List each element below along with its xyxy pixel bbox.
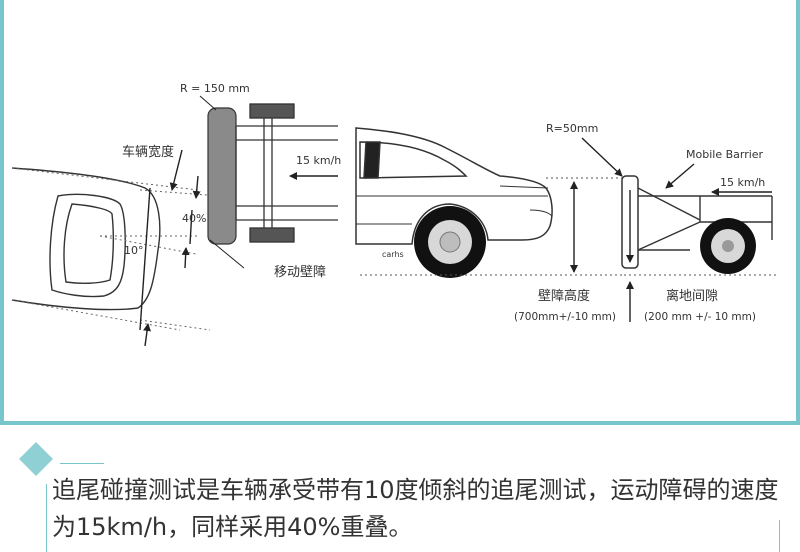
car-badge: carhs <box>382 250 404 259</box>
moving-barrier-label: 移动壁障 <box>274 265 326 280</box>
decorative-line <box>46 484 47 552</box>
speed-right-label: 15 km/h <box>720 176 765 189</box>
speed-left-label: 15 km/h <box>296 154 341 167</box>
guide-lines <box>11 167 221 331</box>
radius-left-label: R = 150 mm <box>180 82 250 95</box>
mobile-barrier-leader <box>665 163 695 189</box>
barrier-chassis <box>235 103 338 243</box>
car-rear-wheel <box>414 206 486 278</box>
barrier-height-label: 壁障高度 <box>538 288 590 304</box>
overlap-label: 40% <box>182 212 206 225</box>
barrier-trolley-frame <box>637 187 773 251</box>
barrier-markers <box>139 149 201 347</box>
radius-left-leader <box>199 95 217 111</box>
ground-clearance-label: 离地间隙 <box>666 288 718 304</box>
decorative-line <box>779 520 780 552</box>
barrier-height-value: (700mm+/-10 mm) <box>514 311 616 323</box>
moving-barrier-face <box>207 107 237 245</box>
ground-clearance-value: (200 mm +/- 10 mm) <box>644 311 756 323</box>
car-side-view <box>355 127 553 245</box>
car-top-view <box>11 167 161 311</box>
rear-impact-diagram: R = 150 mm 车辆宽度 40% 10° 15 km/h 移动壁障 car… <box>11 82 776 347</box>
barrier-leader-line <box>209 239 245 269</box>
decorative-line <box>60 463 104 464</box>
radius-right-leader <box>581 137 623 177</box>
mobile-barrier-label: Mobile Barrier <box>686 148 764 161</box>
vehicle-width-label: 车辆宽度 <box>122 144 174 160</box>
radius-right-label: R=50mm <box>546 122 598 135</box>
decorative-diamond-icon <box>19 442 53 476</box>
angle-label: 10° <box>124 244 144 257</box>
caption-text: 追尾碰撞测试是车辆承受带有10度倾斜的追尾测试，运动障碍的速度为15km/h，同… <box>52 476 779 541</box>
barrier-trolley-wheel <box>700 218 756 274</box>
